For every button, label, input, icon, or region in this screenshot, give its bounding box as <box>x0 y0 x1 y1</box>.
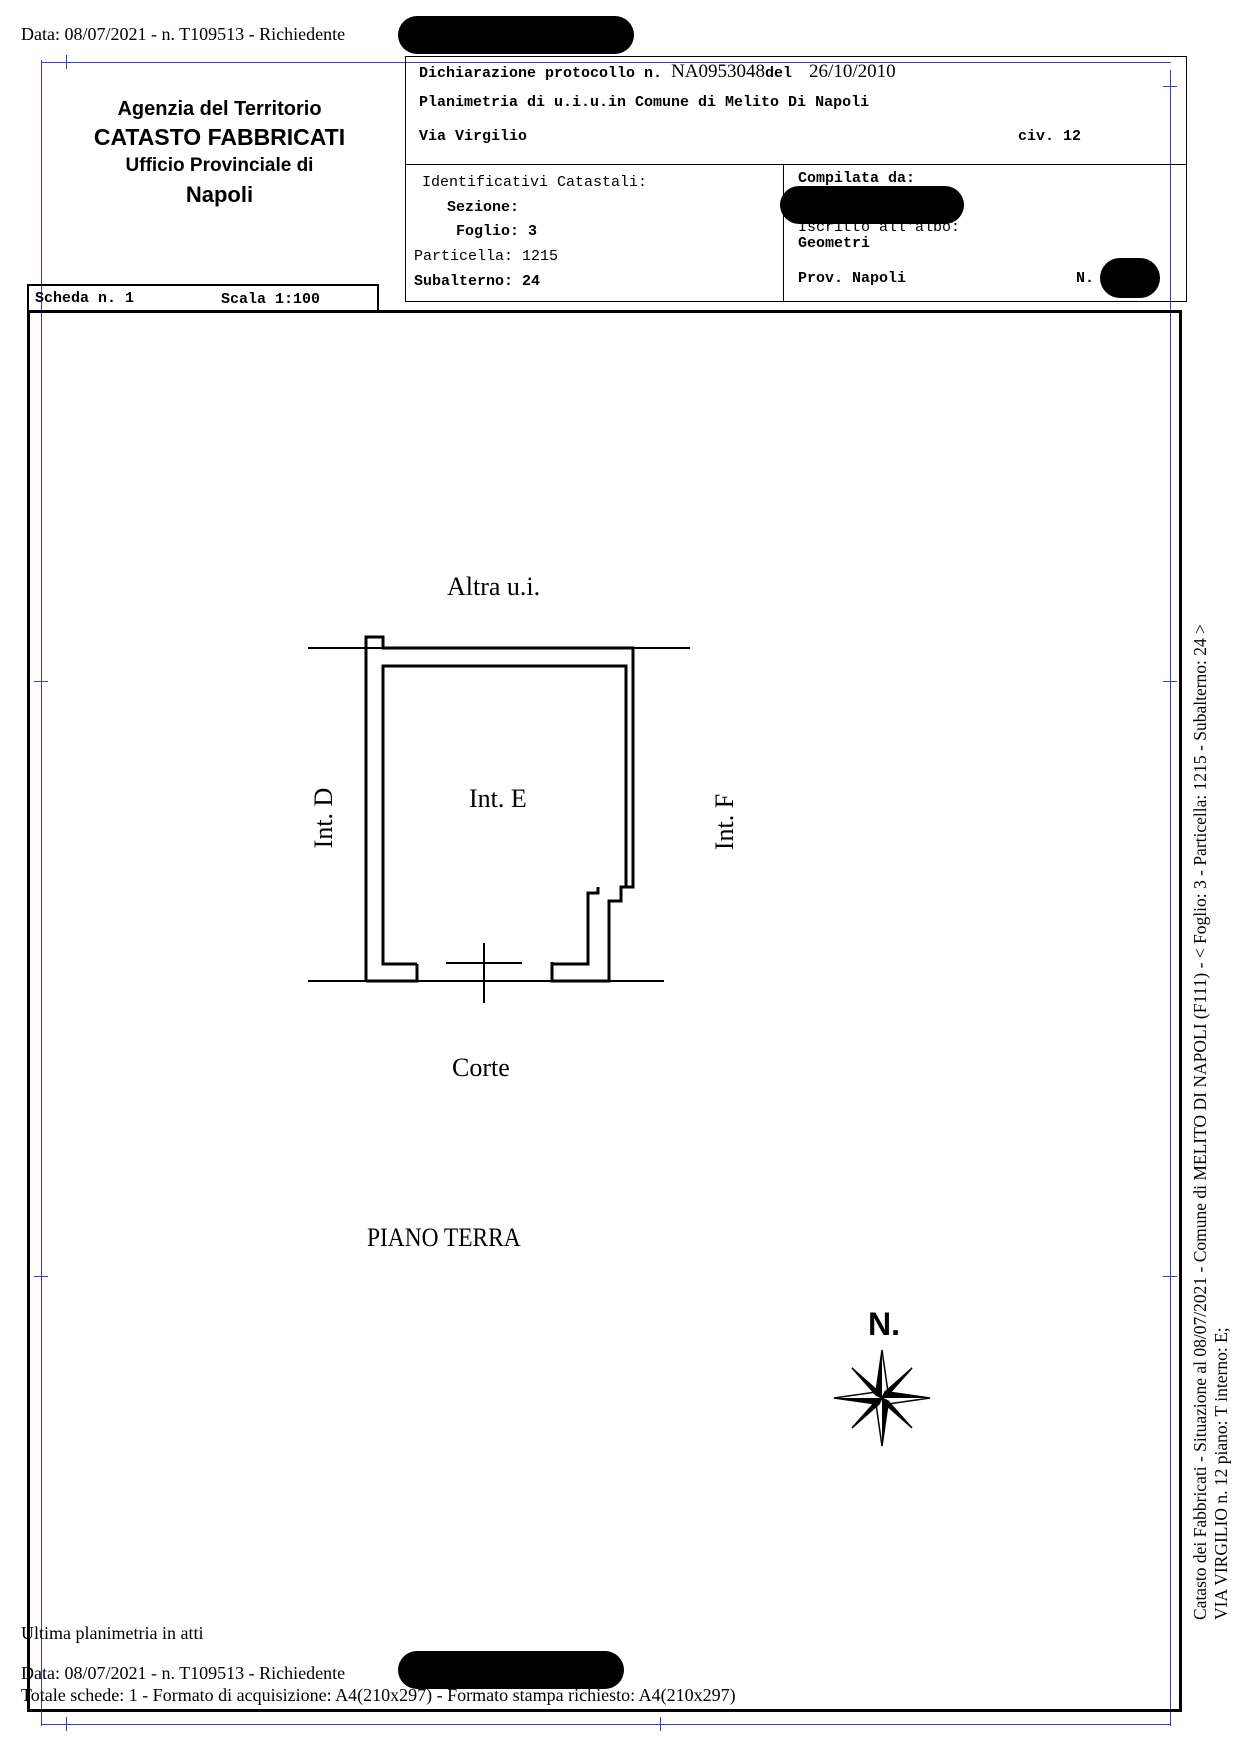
label-int-d-text: Int. D <box>309 787 338 849</box>
label-int-e: Int. E <box>469 784 527 813</box>
scan-frame-bottom <box>41 1724 1171 1725</box>
side-catasto-note: Catasto dei Fabbricati - Situazione al 0… <box>1190 380 1232 1620</box>
number-label: N. <box>1076 270 1095 287</box>
scale-label: Scala 1:100 <box>221 291 321 308</box>
wall-inner <box>381 664 628 966</box>
address-line: Via Virgilio <box>419 128 528 145</box>
redaction-top <box>398 16 634 54</box>
scan-tick <box>1163 86 1177 87</box>
scan-tick <box>34 1276 48 1277</box>
declaration-line: Dichiarazione protocollo n. NA0953048del… <box>419 61 896 83</box>
scan-tick <box>1163 681 1177 682</box>
compiled-by-label: Compilata da: <box>798 170 916 187</box>
compass-rose-icon <box>833 1349 931 1447</box>
footer-request-note: Data: 08/07/2021 - n. T109513 - Richiede… <box>21 1663 346 1683</box>
scan-tick <box>1163 1276 1177 1277</box>
identifier-sezione: Sezione: <box>447 199 520 216</box>
scan-tick <box>660 1717 661 1731</box>
redaction-number <box>1100 258 1160 298</box>
scheda-box: Scheda n. 1 Scala 1:100 <box>27 284 379 312</box>
agency-block: Agenzia del Territorio CATASTO FABBRICAT… <box>62 96 377 210</box>
declaration-label: Dichiarazione protocollo n. <box>419 65 663 82</box>
province-label: Prov. Napoli <box>798 270 907 287</box>
scan-tick <box>34 681 48 682</box>
label-int-f: Int. F <box>710 762 740 882</box>
scan-frame-top <box>41 62 1171 63</box>
scan-tick <box>66 55 67 69</box>
side-note-line1: Catasto dei Fabbricati - Situazione al 0… <box>1190 623 1210 1620</box>
top-request-note: Data: 08/07/2021 - n. T109513 - Richiede… <box>21 24 346 44</box>
agency-city: Napoli <box>185 182 254 207</box>
wall-inner-right <box>552 887 600 966</box>
header-col-divider <box>783 164 784 301</box>
label-int-f-text: Int. F <box>710 793 739 851</box>
scan-tick <box>66 1717 67 1731</box>
scheda-label: Scheda n. 1 <box>35 290 135 307</box>
del-label: del <box>765 65 793 82</box>
label-int-d: Int. D <box>309 758 339 878</box>
redaction-compiler <box>780 186 964 224</box>
label-piano-terra: PIANO TERRA <box>367 1223 521 1252</box>
footer-totale: Totale schede: 1 - Formato di acquisizio… <box>21 1685 736 1705</box>
header-divider <box>406 164 1186 165</box>
label-corte: Corte <box>452 1053 510 1082</box>
planimetria-line: Planimetria di u.i.u.in Comune di Melito… <box>419 94 870 111</box>
scan-frame-left <box>41 60 42 1726</box>
civic-number: civ. 12 <box>1018 128 1082 145</box>
redaction-footer <box>398 1651 624 1689</box>
agency-name: Agenzia del Territorio <box>117 98 322 120</box>
header-box: Dichiarazione protocollo n. NA0953048del… <box>405 56 1187 302</box>
side-note-line2: VIA VIRGILIO n. 12 piano: T interno: E; <box>1211 1327 1231 1620</box>
label-altra-ui: Altra u.i. <box>447 572 541 601</box>
identifier-foglio: Foglio: 3 <box>456 223 538 240</box>
north-label: N. <box>868 1306 900 1342</box>
agency-catasto: CATASTO FABBRICATI <box>93 124 346 150</box>
identifiers-title: Identificativi Catastali: <box>422 174 648 191</box>
drawing-frame <box>27 310 1182 1712</box>
identifier-subalterno: Subalterno: 24 <box>414 273 541 290</box>
declaration-date: 26/10/2010 <box>809 61 896 82</box>
agency-office: Ufficio Provinciale di <box>125 155 314 176</box>
wall-outer-left-gap <box>366 964 419 983</box>
registry-name: Geometri <box>798 235 871 252</box>
footer-last-plan: Ultima planimetria in atti <box>21 1623 204 1643</box>
identifier-particella: Particella: 1215 <box>414 248 559 265</box>
scan-frame-right <box>1170 70 1171 1726</box>
protocol-number: NA0953048 <box>671 61 766 82</box>
